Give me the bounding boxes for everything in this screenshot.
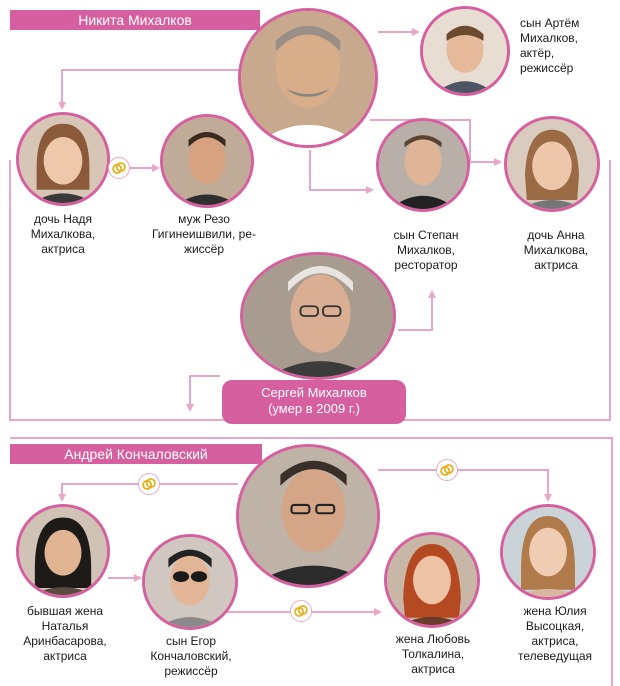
banner-nikita-mikhalkov: Никита Михалков (10, 10, 260, 30)
arrow-to-yulia (378, 469, 552, 502)
caption-nadya: дочь Надя Михалкова, актриса (30, 212, 96, 256)
caption-rezo: муж Резо Гигинеишвили, ре- жиссёр (151, 212, 257, 256)
portrait-nikita-mikhalkov (238, 8, 378, 148)
caption-lyubov: жена Любовь Толкалина, актриса (395, 632, 471, 676)
wedding-rings-icon (436, 459, 458, 481)
portrait-egor (142, 534, 238, 630)
caption-natalya: бывшая жена Наталья Аринбасарова, актрис… (23, 604, 107, 663)
portrait-stepan (376, 118, 470, 212)
portrait-artem (420, 6, 510, 96)
portrait-nadya (16, 112, 110, 206)
arrow-to-stepan (309, 150, 374, 194)
caption-stepan: сын Степан Михалков, ресторатор (393, 228, 459, 272)
portrait-natalya (16, 504, 110, 598)
portrait-anna (504, 116, 600, 212)
portrait-rezo (160, 114, 254, 208)
arrow-to-nadya (58, 69, 245, 110)
portrait-photo-icon (241, 11, 375, 145)
portrait-sergei-mikhalkov (240, 252, 396, 380)
bottom-frame-line (10, 437, 613, 686)
wedding-rings-icon (108, 157, 130, 179)
sergei-name-box: Сергей Михалков (умер в 2009 г.) (222, 380, 406, 424)
caption-yulia: жена Юлия Высоцкая, актриса, телеведущая (517, 604, 592, 663)
portrait-lyubov (384, 532, 480, 628)
arrow-sergei-andrei (186, 375, 220, 412)
portrait-yulia (500, 504, 596, 600)
arrow-to-natalya (58, 483, 238, 502)
caption-anna: дочь Анна Михалкова, актриса (523, 228, 589, 272)
caption-egor: сын Егор Кончаловский, режиссёр (150, 634, 232, 678)
caption-artem: сын Артём Михалков, актёр, режиссёр (520, 16, 580, 75)
sergei-years: (умер в 2009 г.) (268, 401, 360, 416)
arrow-sergei-stepan (398, 290, 436, 331)
wedding-rings-icon (290, 600, 312, 622)
portrait-andrei-konchalovsky (236, 444, 380, 588)
banner-andrei-konchalovsky: Андрей Кончаловский (10, 444, 262, 464)
sergei-name: Сергей Михалков (261, 385, 367, 400)
wedding-rings-icon (138, 473, 160, 495)
